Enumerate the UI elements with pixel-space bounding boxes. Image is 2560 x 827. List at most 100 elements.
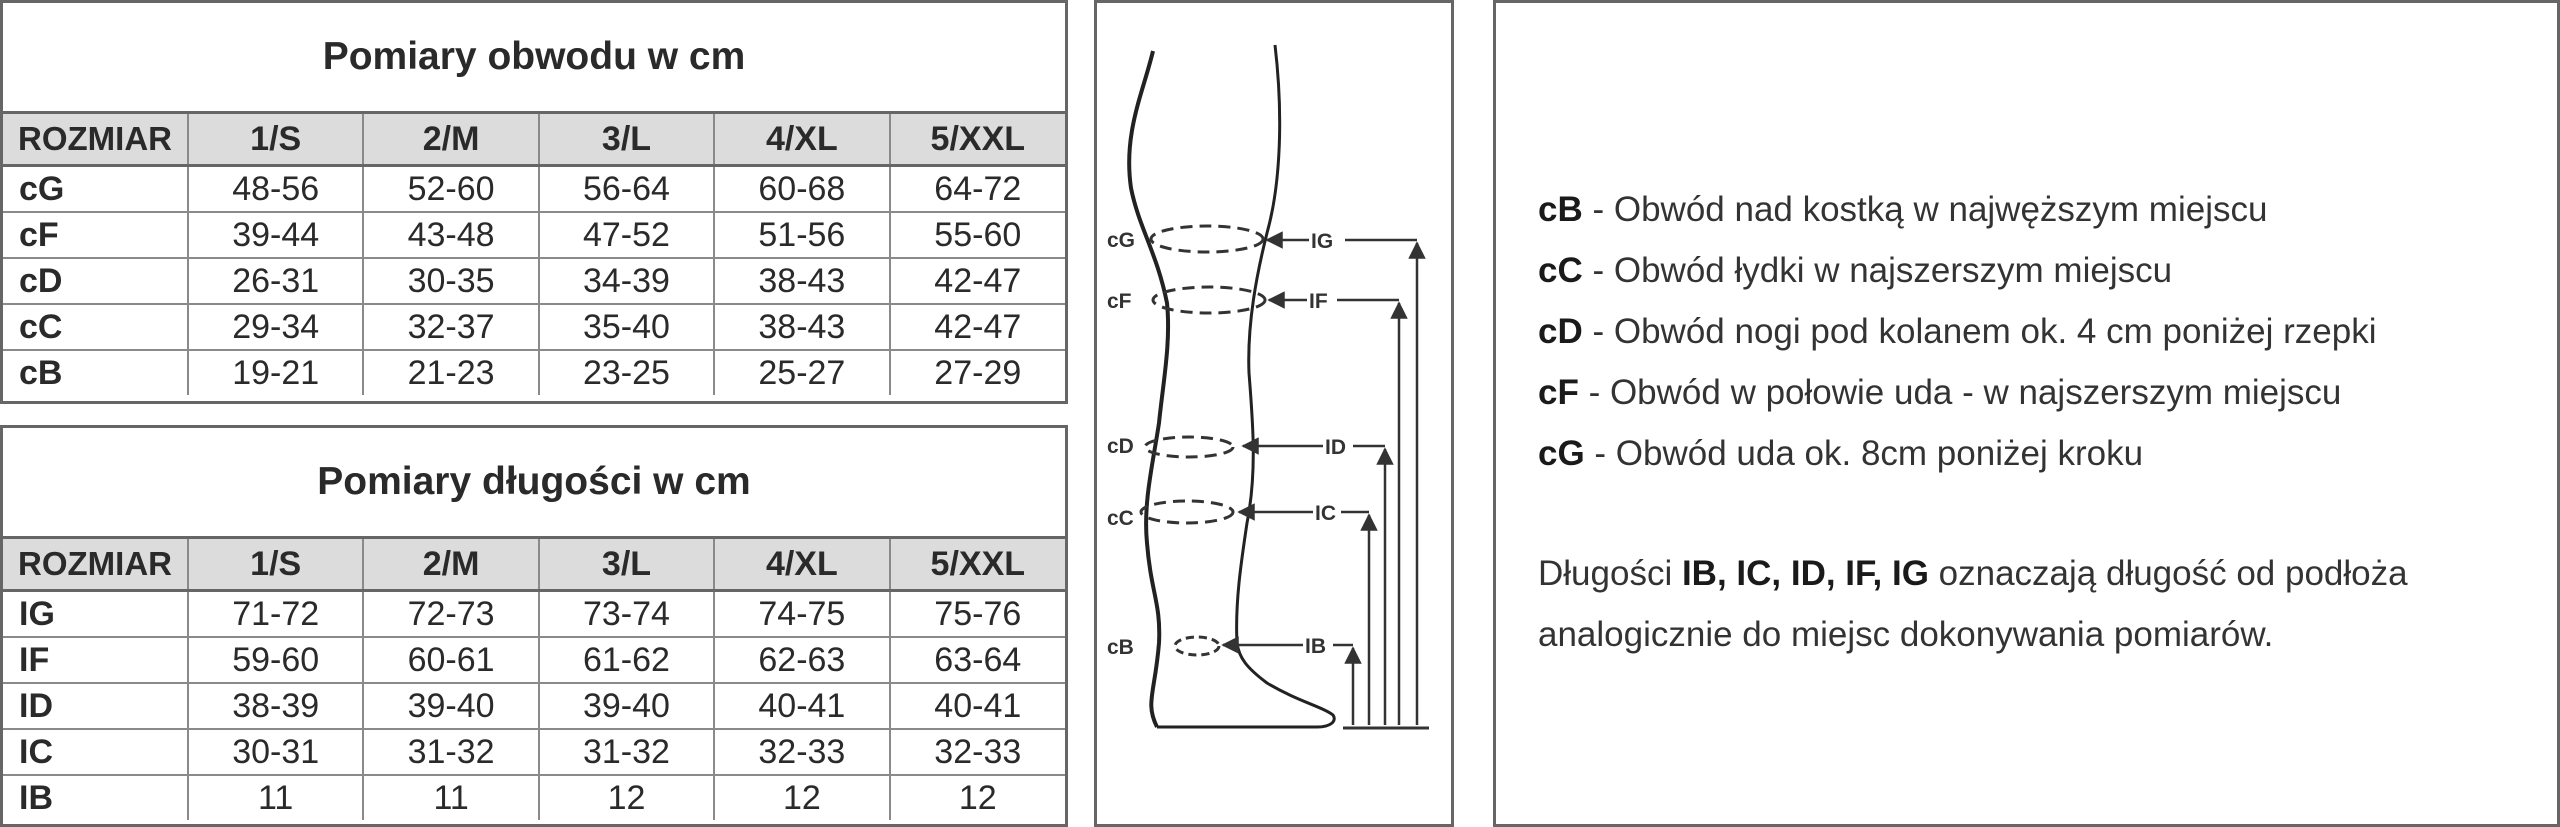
table-cell: 47-52 <box>537 211 716 259</box>
note-prefix: Długości <box>1538 554 1682 593</box>
table-cell: 42-47 <box>888 257 1065 305</box>
legend-item: cD - Obwód nogi pod kolanem ok. 4 cm pon… <box>1538 301 2377 362</box>
table-cell: 21-23 <box>362 349 540 395</box>
legend-item: cC - Obwód łydki w najszerszym miejscu <box>1538 240 2377 301</box>
table-cell: 23-25 <box>537 349 716 395</box>
table-cell: 64-72 <box>888 164 1065 213</box>
table-row: IF 59-60 60-61 61-62 62-63 63-64 <box>3 636 1065 684</box>
table-row: IB 11 11 12 12 12 <box>3 774 1065 820</box>
table-cell: 27-29 <box>888 349 1065 395</box>
header-cell: 1/S <box>186 111 365 167</box>
legend-text: - Obwód nogi pod kolanem ok. 4 cm poniże… <box>1582 312 2377 351</box>
table-row: cB 19-21 21-23 23-25 25-27 27-29 <box>3 349 1065 395</box>
legend-code: cG <box>1538 434 1585 473</box>
note-suffix: oznaczają długość od podłoża <box>1928 554 2408 593</box>
table-row: cD 26-31 30-35 34-39 38-43 42-47 <box>3 257 1065 305</box>
table-cell: 38-43 <box>713 303 891 351</box>
ellipse-cD <box>1143 435 1235 459</box>
table-cell: 75-76 <box>888 589 1065 638</box>
ellipse-cG <box>1149 224 1265 254</box>
circ-label: cC <box>1107 507 1134 530</box>
row-label: IC <box>3 728 189 776</box>
circ-label: cB <box>1107 636 1134 659</box>
table-cell: 11 <box>362 774 540 820</box>
legend-code: cD <box>1538 312 1583 351</box>
len-label: IG <box>1311 230 1333 253</box>
table-row: ID 38-39 39-40 39-40 40-41 40-41 <box>3 682 1065 730</box>
legend-code: cF <box>1538 373 1579 412</box>
table-cell: 19-21 <box>186 349 365 395</box>
header-cell: 5/XXL <box>888 111 1065 167</box>
length-note-line1: Długości IB, IC, ID, IF, IG oznaczają dł… <box>1538 543 2408 604</box>
table-cell: 71-72 <box>186 589 365 638</box>
length-table-panel: Pomiary długości w cm ROZMIAR 1/S 2/M 3/… <box>0 425 1068 827</box>
table-cell: 12 <box>888 774 1065 820</box>
header-cell: 1/S <box>186 536 365 592</box>
table-cell: 38-43 <box>713 257 891 305</box>
table-cell: 29-34 <box>186 303 365 351</box>
row-label: cF <box>3 211 189 259</box>
len-label: ID <box>1325 436 1346 459</box>
table-cell: 30-35 <box>362 257 540 305</box>
header-cell: 3/L <box>537 111 716 167</box>
legend-text: - Obwód w połowie uda - w najszerszym mi… <box>1578 373 2342 412</box>
table-cell: 60-68 <box>713 164 891 213</box>
table-cell: 56-64 <box>537 164 716 213</box>
legend-item: cG - Obwód uda ok. 8cm poniżej kroku <box>1538 423 2377 484</box>
table-cell: 72-73 <box>362 589 540 638</box>
table-cell: 62-63 <box>713 636 891 684</box>
legend-text: - Obwód uda ok. 8cm poniżej kroku <box>1584 434 2144 473</box>
table-cell: 55-60 <box>888 211 1065 259</box>
header-cell: 2/M <box>362 111 540 167</box>
table-cell: 74-75 <box>713 589 891 638</box>
table-row: cF 39-44 43-48 47-52 51-56 55-60 <box>3 211 1065 259</box>
table-cell: 48-56 <box>186 164 365 213</box>
table-cell: 31-32 <box>537 728 716 776</box>
table-cell: 32-33 <box>713 728 891 776</box>
legend-code: cB <box>1538 190 1583 229</box>
legend-text: - Obwód nad kostką w najwęższym miejscu <box>1582 190 2268 229</box>
note-bold: IB, IC, ID, IF, IG <box>1681 554 1929 593</box>
table-row: IC 30-31 31-32 31-32 32-33 32-33 <box>3 728 1065 776</box>
circ-label: cG <box>1107 229 1135 252</box>
table-cell: 39-44 <box>186 211 365 259</box>
table-cell: 11 <box>186 774 365 820</box>
table-cell: 32-37 <box>362 303 540 351</box>
row-label: IB <box>3 774 189 820</box>
ellipse-cF <box>1151 285 1267 315</box>
table-cell: 39-40 <box>537 682 716 730</box>
table-header-row: ROZMIAR 1/S 2/M 3/L 4/XL 5/XXL <box>3 111 1065 167</box>
leg-diagram: cG cF cD cC cB IG IF ID IC IB <box>1107 44 1429 730</box>
ellipse-cB <box>1173 635 1221 657</box>
row-label: IG <box>3 589 189 638</box>
header-cell: ROZMIAR <box>3 536 189 592</box>
header-cell: ROZMIAR <box>3 111 189 167</box>
header-cell: 4/XL <box>713 536 891 592</box>
table-cell: 32-33 <box>888 728 1065 776</box>
length-note-line2: analogicznie do miejsc dokonywania pomia… <box>1538 615 2274 654</box>
legend-text: - Obwód łydki w najszerszym miejscu <box>1582 251 2173 290</box>
length-table-title: Pomiary długości w cm <box>317 460 751 503</box>
legend-item: cF - Obwód w połowie uda - w najszerszym… <box>1538 362 2377 423</box>
table-header-row: ROZMIAR 1/S 2/M 3/L 4/XL 5/XXL <box>3 536 1065 592</box>
legend-code: cC <box>1538 251 1583 290</box>
row-label: cD <box>3 257 189 305</box>
header-cell: 5/XXL <box>888 536 1065 592</box>
length-table: ROZMIAR 1/S 2/M 3/L 4/XL 5/XXL IG 71-72 … <box>3 536 1065 820</box>
table-cell: 60-61 <box>362 636 540 684</box>
table-cell: 42-47 <box>888 303 1065 351</box>
table-cell: 59-60 <box>186 636 365 684</box>
table-cell: 26-31 <box>186 257 365 305</box>
table-cell: 52-60 <box>362 164 540 213</box>
table-cell: 40-41 <box>713 682 891 730</box>
table-row: cC 29-34 32-37 35-40 38-43 42-47 <box>3 303 1065 351</box>
table-cell: 38-39 <box>186 682 365 730</box>
len-label: IF <box>1309 290 1328 313</box>
legend-list: cB - Obwód nad kostką w najwęższym miejs… <box>1538 179 2377 484</box>
table-row: IG 71-72 72-73 73-74 74-75 75-76 <box>3 589 1065 638</box>
header-cell: 4/XL <box>713 111 891 167</box>
ellipse-cC <box>1139 499 1235 525</box>
table-cell: 61-62 <box>537 636 716 684</box>
table-cell: 12 <box>713 774 891 820</box>
leg-outline-front <box>1157 44 1336 729</box>
